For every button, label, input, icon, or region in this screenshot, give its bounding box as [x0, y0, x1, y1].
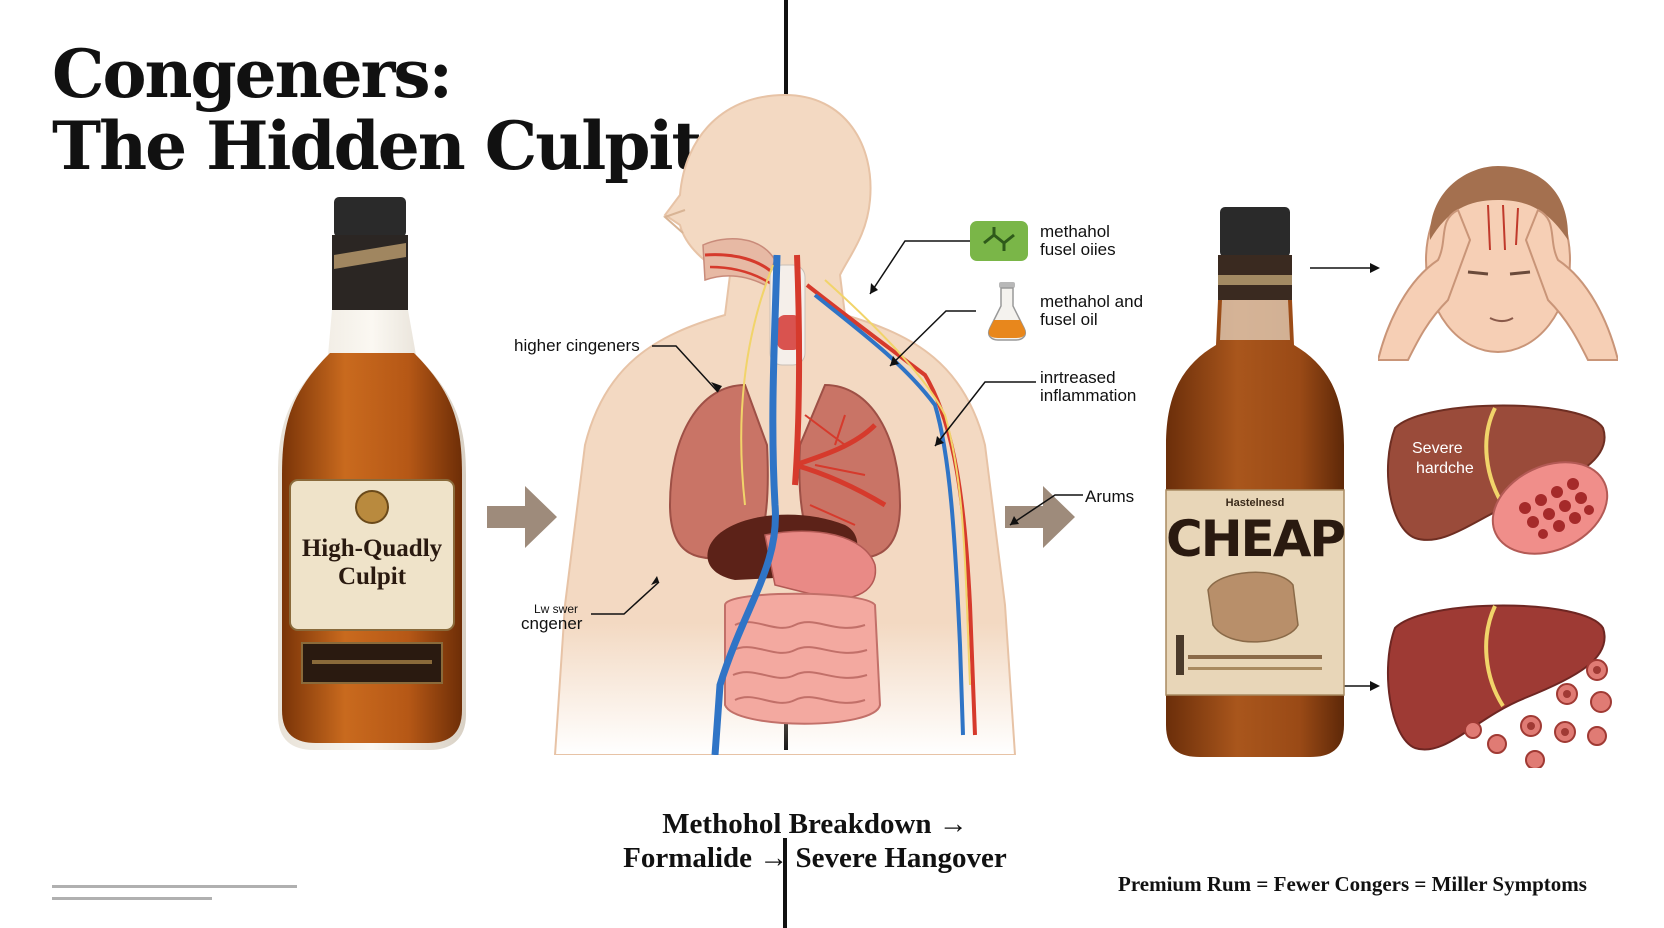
flow-arrow-right — [1005, 486, 1075, 548]
label-severe-headache-1: Severe — [1412, 440, 1463, 457]
label-lower-congener-2: cngener — [521, 614, 583, 633]
cheap-bottle-label-main: CHEAP — [1166, 510, 1346, 568]
caption: Methohol Breakdown → Formalide → Severe … — [570, 807, 1060, 875]
cheap-bottle-label-small: Hastelnesd — [1225, 497, 1285, 509]
liver-cells-illustration — [1386, 604, 1612, 768]
fine-print — [52, 885, 297, 900]
premium-bottle-label-main: High-Quadly — [301, 535, 443, 562]
caption-line-2: Formalide → Severe Hangover — [623, 842, 1007, 874]
liver-inflamed-illustration — [1386, 404, 1609, 555]
label-methanol-oil-1: methahol and — [1040, 292, 1144, 311]
divider-line-bottom — [783, 838, 787, 928]
cheap-bottle-illustration — [1165, 207, 1345, 757]
label-inflammation-1: inrtreased — [1040, 368, 1116, 387]
label-arums: Arums — [1085, 487, 1135, 506]
flow-arrow-left — [487, 486, 557, 548]
label-inflammation-2: inflammation — [1040, 386, 1137, 405]
fusel-molecule-icon — [970, 221, 1028, 261]
premium-bottle-illustration — [278, 197, 466, 750]
flask-icon — [987, 282, 1027, 341]
label-lower-congener-1: Lw swer — [534, 602, 579, 616]
page-title: Congeners: The Hidden Culpit — [52, 35, 702, 185]
footer-summary: Premium Rum = Fewer Congers = Miller Sym… — [1118, 872, 1587, 896]
label-severe-headache-2: hardche — [1416, 460, 1474, 477]
title-line-1: Congeners: — [52, 35, 453, 113]
anatomy-figure — [553, 93, 1017, 755]
label-methanol-fusel-2: fusel oiies — [1040, 240, 1116, 259]
label-higher-congeners: higher cingeners — [514, 336, 640, 355]
label-methanol-fusel-1: methahol — [1040, 222, 1110, 241]
caption-line-1: Methohol Breakdown → — [662, 808, 968, 840]
premium-bottle-label-sub: Culpit — [337, 563, 407, 590]
title-line-2: The Hidden Culpit — [52, 107, 702, 185]
headache-person-illustration — [1378, 166, 1618, 361]
label-methanol-oil-2: fusel oil — [1040, 310, 1098, 329]
